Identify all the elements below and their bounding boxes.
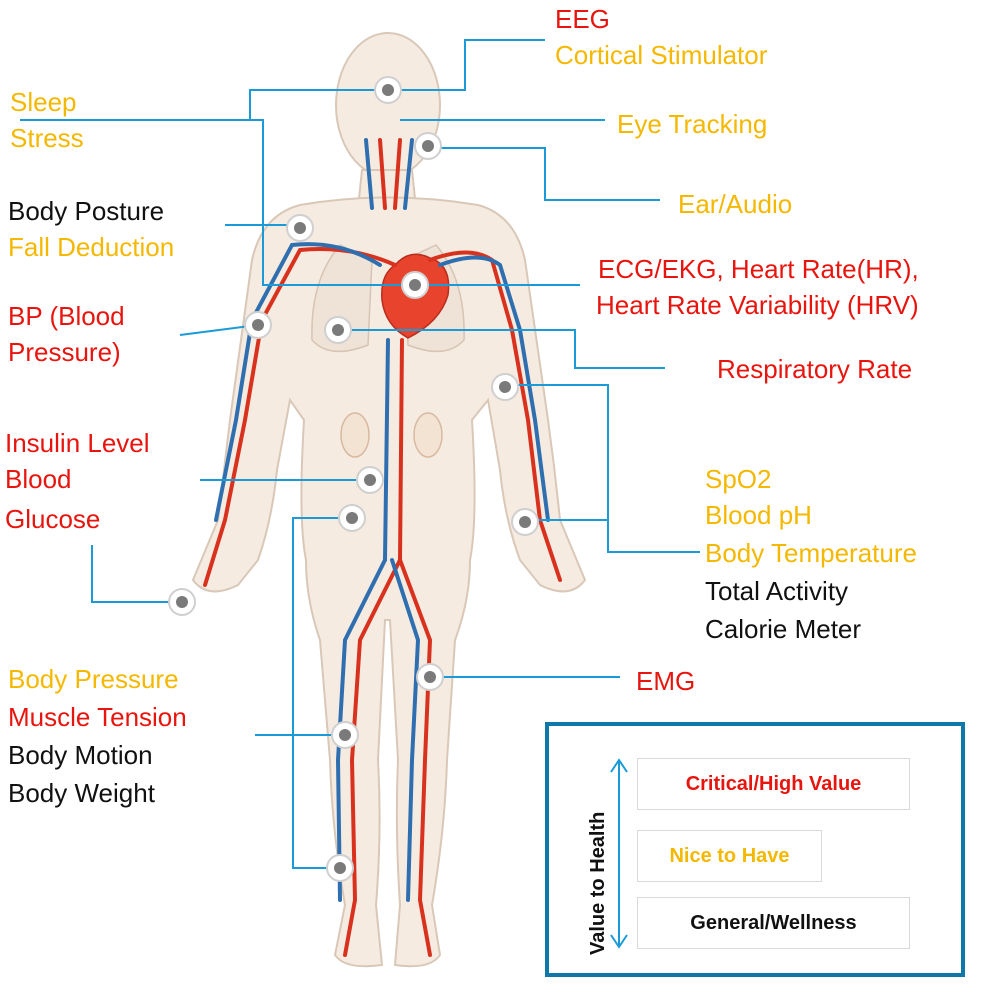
label-muscle-tension: Muscle Tension — [8, 698, 187, 736]
label-cortical-stimulator: Cortical Stimulator — [555, 36, 767, 74]
label-body-motion: Body Motion — [8, 736, 153, 774]
legend-critical: Critical/High Value — [637, 758, 910, 810]
label-sleep: Sleep — [10, 83, 77, 121]
sensor-dot-lung — [325, 317, 351, 343]
sensor-dot-hand — [169, 589, 195, 615]
sensor-dot-heart — [402, 272, 428, 298]
label-body-weight: Body Weight — [8, 774, 155, 812]
sensor-dot-abdomen — [357, 467, 383, 493]
legend-nice-to-have: Nice to Have — [637, 830, 822, 882]
label-glucose: Glucose — [5, 500, 100, 538]
label-eeg: EEG — [555, 0, 610, 38]
sensor-dot-shoulder — [287, 215, 313, 241]
label-calorie-meter: Calorie Meter — [705, 610, 861, 648]
connector-ear — [428, 148, 660, 200]
label-blood: Blood — [5, 460, 72, 498]
label-body-temperature: Body Temperature — [705, 534, 917, 572]
legend-axis-label: Value to Health — [586, 812, 610, 955]
legend-general-wellness: General/Wellness — [637, 897, 910, 949]
label-emg: EMG — [636, 662, 695, 700]
label-fall-deduction: Fall Deduction — [8, 228, 174, 266]
label-stress: Stress — [10, 119, 84, 157]
sensor-dot-head — [375, 77, 401, 103]
label-blood-ph: Blood pH — [705, 496, 812, 534]
sensor-dot-hip — [339, 505, 365, 531]
label-insulin-level: Insulin Level — [5, 424, 150, 462]
label-body-posture: Body Posture — [8, 192, 164, 230]
label-ear-audio: Ear/Audio — [678, 185, 792, 223]
sensor-dot-forearm — [492, 374, 518, 400]
label-eye-tracking: Eye Tracking — [617, 105, 767, 143]
label-hrv: Heart Rate Variability (HRV) — [596, 286, 919, 324]
label-bp: BP (Blood — [8, 297, 125, 335]
body-silhouette — [193, 33, 585, 966]
label-respiratory-rate: Respiratory Rate — [717, 350, 912, 388]
sensor-dot-ear — [415, 133, 441, 159]
label-total-activity: Total Activity — [705, 572, 848, 610]
sensor-dot-thigh — [417, 664, 443, 690]
label-spo2: SpO2 — [705, 460, 772, 498]
label-ecg: ECG/EKG, Heart Rate(HR), — [598, 250, 919, 288]
label-bp-pressure: Pressure) — [8, 333, 121, 371]
sensor-dot-wrist — [512, 509, 538, 535]
connector-glucose — [92, 545, 182, 602]
sensor-dot-upper-arm — [245, 312, 271, 338]
sensor-dot-knee — [332, 722, 358, 748]
label-body-pressure: Body Pressure — [8, 660, 179, 698]
sensor-dot-foot — [327, 855, 353, 881]
